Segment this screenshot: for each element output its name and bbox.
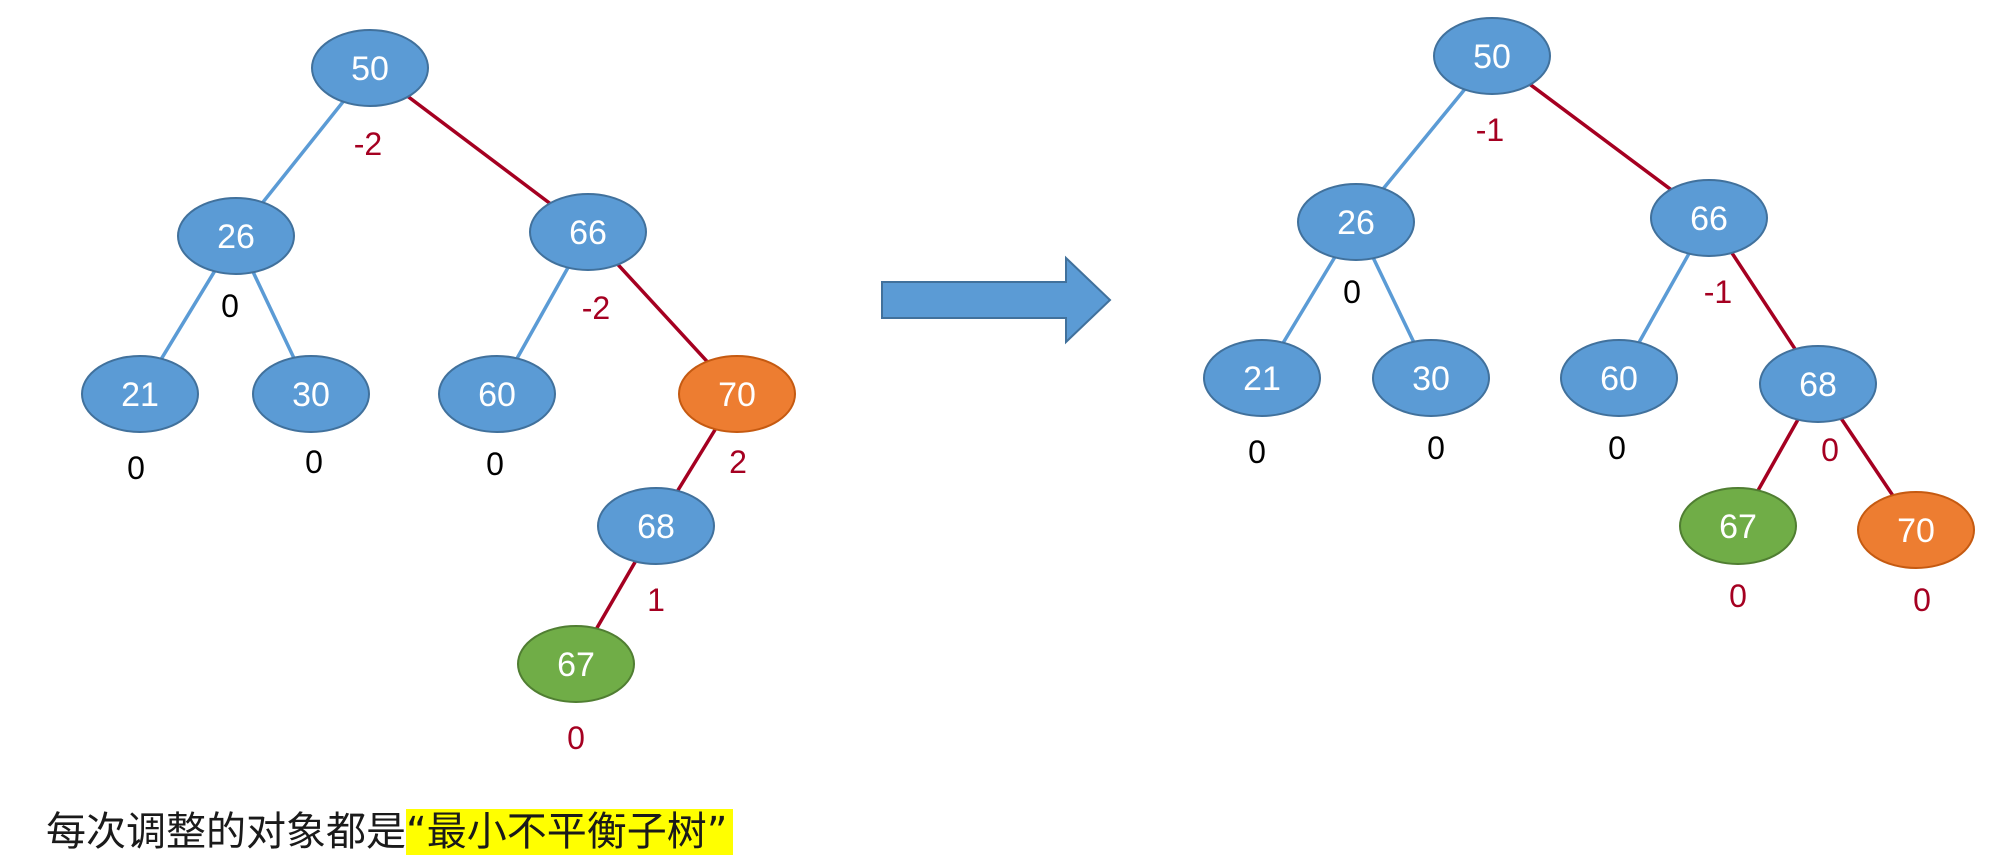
edge-50-66 [1529,83,1672,191]
node-shape [1560,339,1678,417]
node-shape [1297,183,1415,261]
caption: 每次调整的对象都是“最小不平衡子树” [46,800,734,864]
node-60: 60 [1560,339,1678,417]
edge-26-30 [251,271,296,359]
balance-factor-21: 0 [1248,434,1266,470]
edge-66-70 [616,263,709,363]
caption-highlight: “最小不平衡子树” [406,809,734,855]
balance-factor-50: -2 [354,126,382,162]
node-shape [1857,491,1975,569]
node-label: 67 [557,646,595,684]
balance-factor-66: -1 [1704,274,1732,310]
node-shape [1679,487,1797,565]
node-60: 60 [438,355,556,433]
node-50: 50 [1433,17,1551,95]
edge-26-21 [159,270,217,360]
node-67: 67 [517,625,635,703]
node-shape [1759,345,1877,423]
balance-factor-67: 0 [567,720,585,756]
node-label: 68 [637,508,675,546]
node-shape [438,355,556,433]
node-label: 26 [1337,204,1375,242]
node-shape [597,487,715,565]
balance-factor-66: -2 [582,290,610,326]
balance-factor-30: 0 [1427,430,1445,466]
node-shape [1650,179,1768,257]
node-26: 26 [1297,183,1415,261]
edge-68-70 [1839,417,1895,497]
node-label: 30 [292,376,330,414]
node-label: 70 [1897,512,1935,550]
transform-arrow [881,255,1112,345]
balance-factor-60: 0 [486,446,504,482]
balance-factor-26: 0 [1343,274,1361,310]
node-shape [252,355,370,433]
edge-66-68 [1730,251,1797,351]
node-21: 21 [1203,339,1321,417]
edge-26-21 [1281,256,1337,344]
node-shape [1372,339,1490,417]
edge-68-67 [1756,418,1800,492]
edge-26-30 [1371,257,1416,343]
node-68: 68 [1759,345,1877,423]
edge-50-26 [1382,88,1466,190]
node-label: 67 [1719,508,1757,546]
edge-66-60 [1637,252,1691,344]
balance-factor-21: 0 [127,450,145,486]
node-67: 67 [1679,487,1797,565]
balance-factor-68: 0 [1821,432,1839,468]
node-shape [1433,17,1551,95]
node-label: 66 [569,214,607,252]
balance-factor-68: 1 [647,582,665,618]
node-label: 60 [478,376,516,414]
node-label: 50 [351,50,389,88]
edge-50-26 [261,100,345,204]
node-66: 66 [529,193,647,271]
balance-factor-70: 2 [729,444,747,480]
node-label: 21 [1243,360,1281,398]
node-label: 70 [718,376,756,414]
balance-factor-26: 0 [221,288,239,324]
node-shape [517,625,635,703]
node-70: 70 [1857,491,1975,569]
node-shape [311,29,429,107]
node-66: 66 [1650,179,1768,257]
balance-factor-60: 0 [1608,430,1626,466]
node-68: 68 [597,487,715,565]
node-shape [678,355,796,433]
balance-factor-30: 0 [305,444,323,480]
node-21: 21 [81,355,199,433]
balance-factor-50: -1 [1476,112,1504,148]
edge-70-68 [676,428,717,492]
tree-after: 50 -1 26 0 66 -1 21 0 30 0 60 0 68 0 67 0 70 0 [1203,17,1975,618]
node-shape [529,193,647,271]
node-label: 21 [121,376,159,414]
node-label: 66 [1690,200,1728,238]
node-label: 50 [1473,38,1511,76]
caption-prefix: 每次调整的对象都是 [46,809,406,855]
node-30: 30 [1372,339,1490,417]
edge-68-67 [595,560,637,630]
node-50: 50 [311,29,429,107]
edge-50-66 [407,95,551,205]
node-30: 30 [252,355,370,433]
node-label: 60 [1600,360,1638,398]
node-shape [1203,339,1321,417]
node-70: 70 [678,355,796,433]
tree-before: 50 -2 26 0 66 -2 21 0 30 0 60 0 70 2 68 1 67 0 [81,29,796,756]
node-26: 26 [177,197,295,275]
edge-66-60 [515,266,570,360]
node-shape [177,197,295,275]
node-label: 30 [1412,360,1450,398]
node-label: 68 [1799,366,1837,404]
balance-factor-70: 0 [1913,582,1931,618]
balance-factor-67: 0 [1729,578,1747,614]
node-shape [81,355,199,433]
node-label: 26 [217,218,255,256]
